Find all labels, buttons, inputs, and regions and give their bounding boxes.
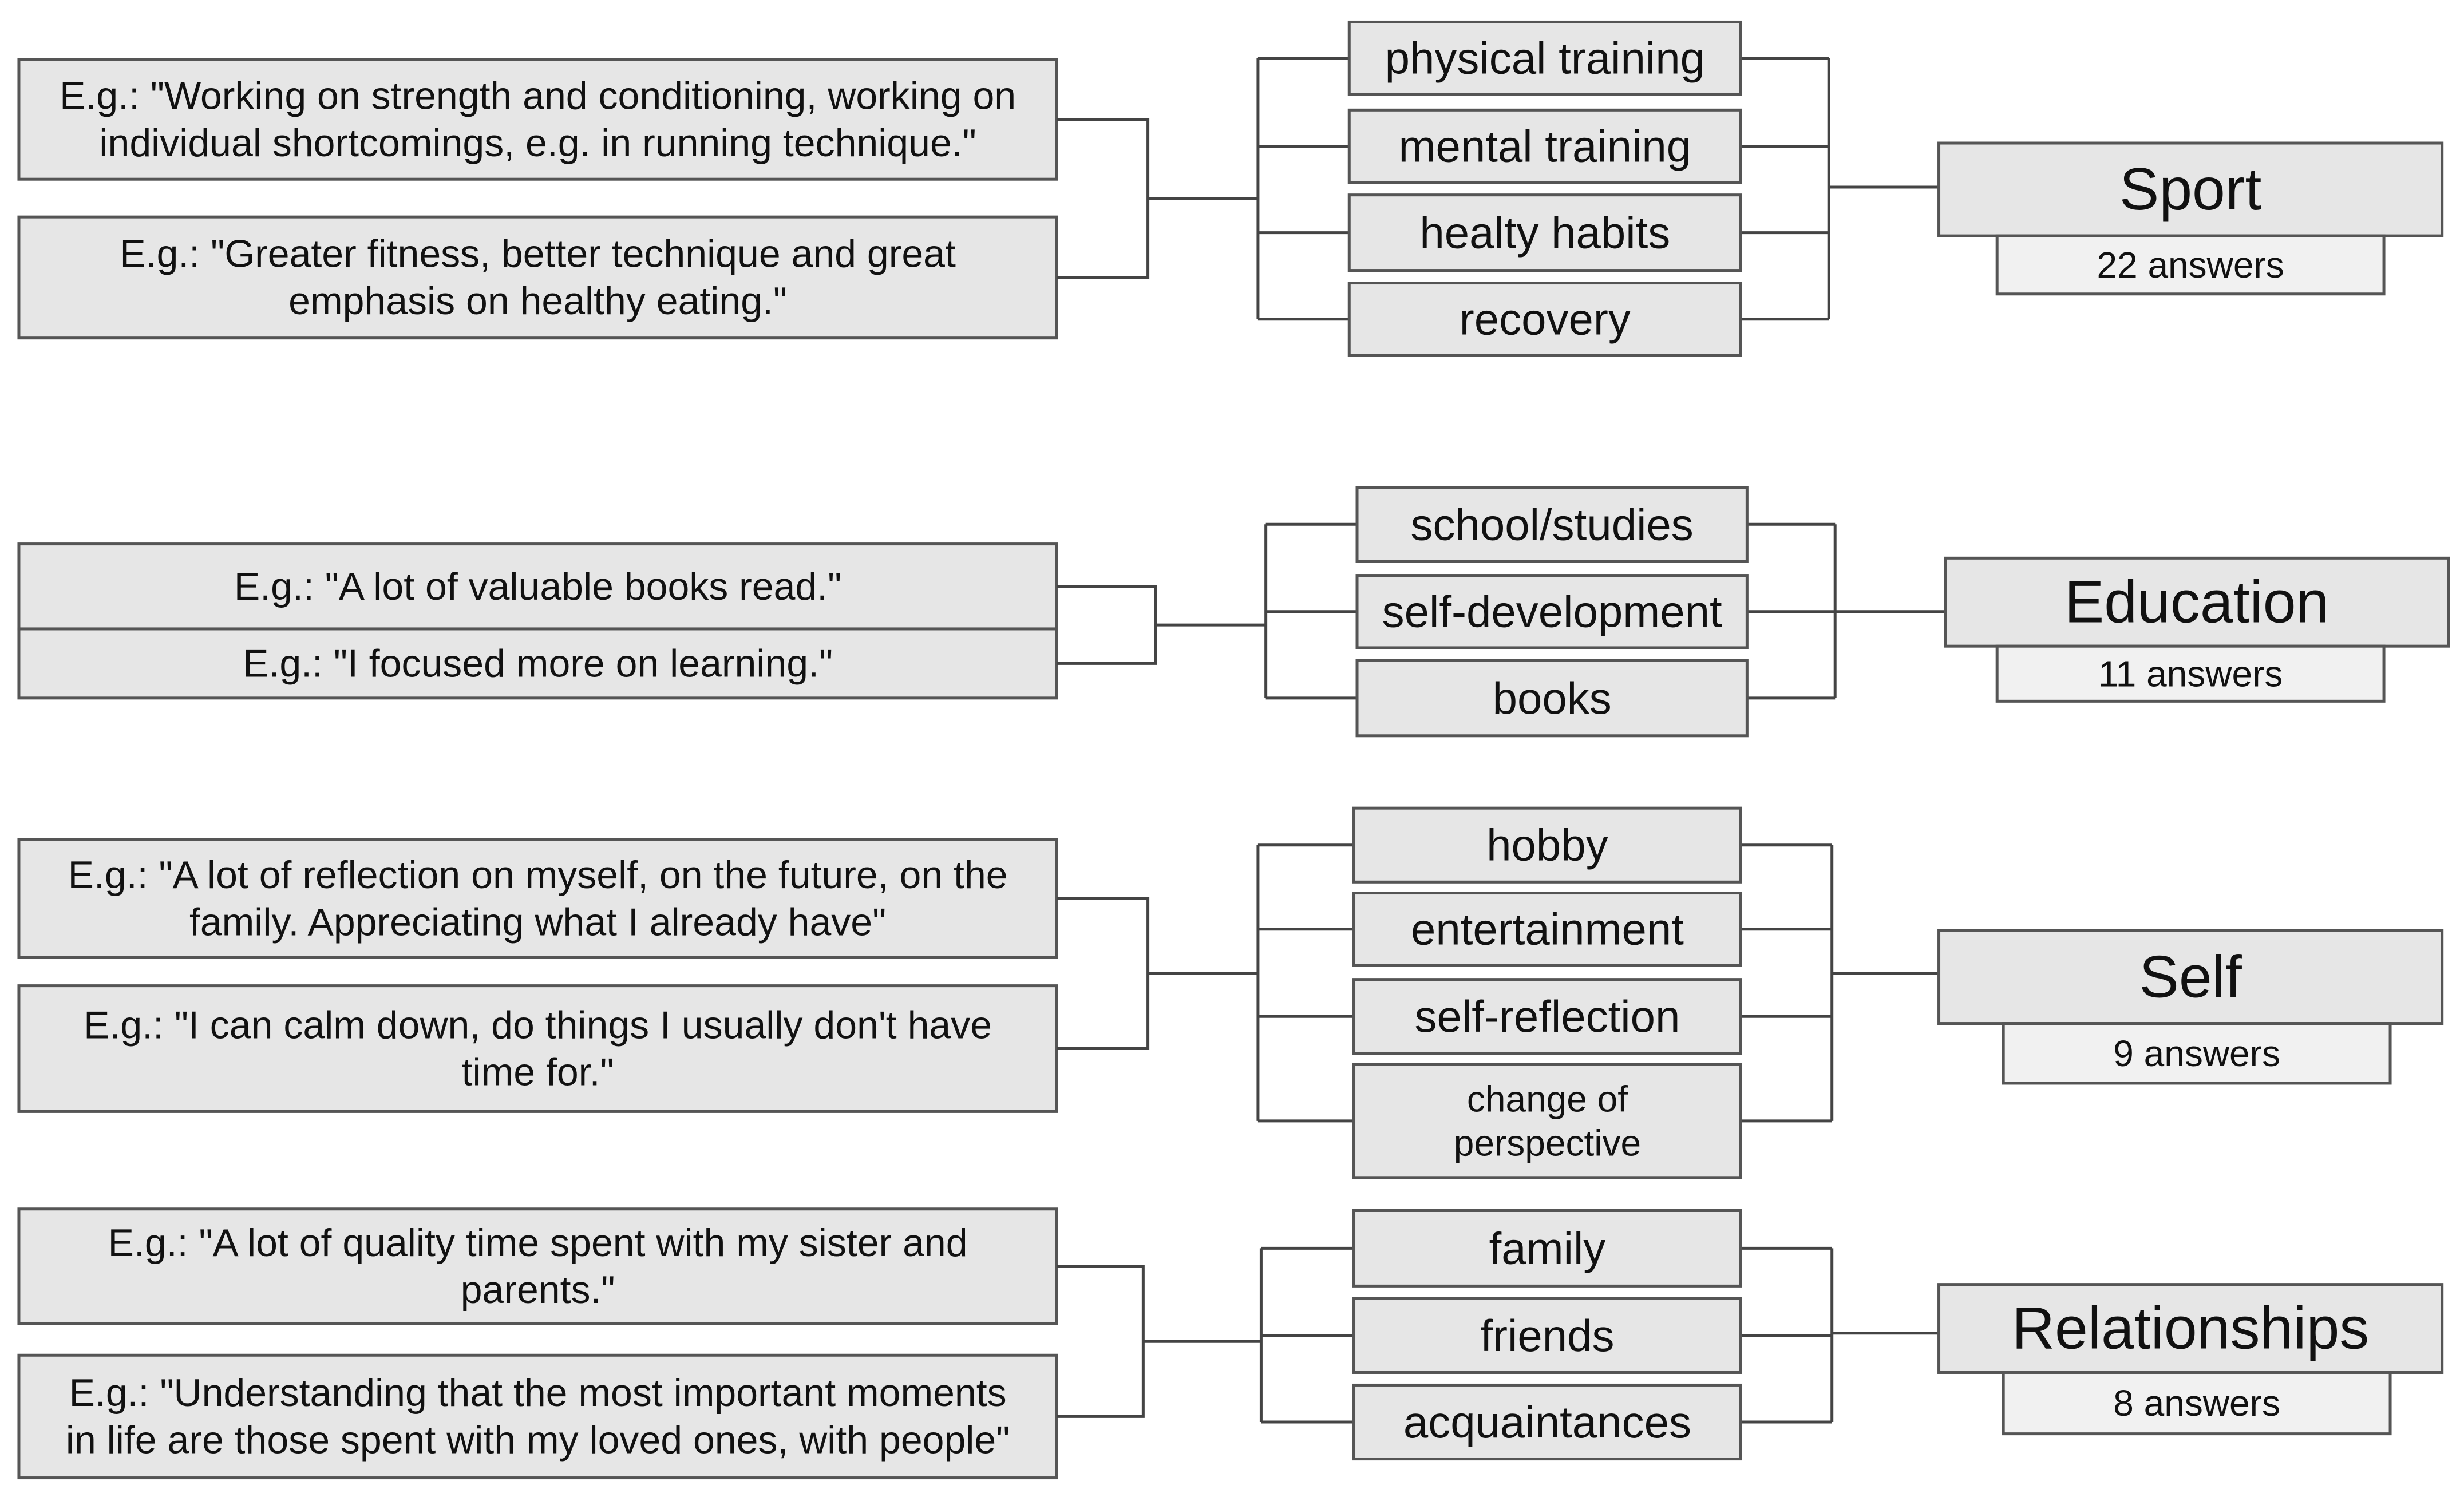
- subcategory-label: entertainment: [1411, 904, 1684, 955]
- example-box: [17, 838, 1058, 959]
- example-text: E.g.: "Working on strength and condition…: [60, 74, 1016, 118]
- group-education: E.g.: "A lot of valuable books read." E.g…: [17, 486, 2450, 738]
- subcategory-label: self-reflection: [1415, 991, 1680, 1041]
- subcategory-box: [1347, 282, 1742, 357]
- subcategory-label: mental training: [1399, 121, 1692, 172]
- subcategory-label: books: [1493, 673, 1612, 723]
- example-text: E.g.: "A lot of quality time spent with …: [108, 1221, 968, 1265]
- example-text: E.g.: "Greater fitness, better technique…: [120, 232, 956, 276]
- answer-count: 9 answers: [2113, 1033, 2280, 1074]
- subcategory-box: [1352, 1209, 1742, 1288]
- example-text: emphasis on healthy eating.": [288, 279, 787, 323]
- answer-count: 11 answers: [2098, 653, 2283, 694]
- subcategory-box: [1352, 892, 1742, 967]
- example-box: [17, 542, 1058, 631]
- example-text: E.g.: "A lot of reflection on myself, on…: [68, 853, 1008, 897]
- subcategory-box: [1352, 1383, 1742, 1461]
- subcategory-box: [1355, 486, 1749, 563]
- example-text: parents.": [461, 1268, 615, 1312]
- examples-bracket: [1057, 1265, 1145, 1418]
- subcategory-box: [1352, 1297, 1742, 1374]
- example-text: E.g.: "A lot of valuable books read.": [234, 565, 841, 608]
- subcategory-box: [1352, 806, 1742, 884]
- subcategory-label: perspective: [1454, 1122, 1641, 1163]
- category-label: Sport: [2119, 156, 2262, 223]
- group-relationships: E.g.: "A lot of quality time spent with …: [17, 1207, 2444, 1480]
- subcategory-box: [1347, 20, 1742, 96]
- example-text: time for.": [462, 1051, 614, 1094]
- answer-count: 22 answers: [2097, 244, 2284, 286]
- example-text: family. Appreciating what I already have…: [189, 900, 886, 944]
- example-box: [17, 58, 1058, 181]
- answer-count: 8 answers: [2113, 1383, 2280, 1424]
- subcategory-label: self-development: [1382, 587, 1722, 637]
- example-box: [17, 1207, 1058, 1325]
- example-text: E.g.: "I can calm down, do things I usua…: [84, 1003, 992, 1047]
- subcategory-box: [1347, 193, 1742, 272]
- subcategory-label: hobby: [1486, 820, 1608, 870]
- category-label: Self: [2139, 944, 2242, 1011]
- example-text: in life are those spent with my loved on…: [66, 1419, 1010, 1462]
- category-box: [1944, 556, 2450, 648]
- example-box: [17, 215, 1058, 340]
- subcategory-label: acquaintances: [1403, 1397, 1691, 1447]
- example-box: [17, 627, 1058, 700]
- group-sport: E.g.: "Working on strength and condition…: [17, 20, 2444, 357]
- answer-count-box: [1995, 644, 2386, 703]
- example-text: E.g.: "Understanding that the most impor…: [69, 1371, 1007, 1415]
- subcategory-box: [1352, 978, 1742, 1055]
- examples-bracket: [1057, 118, 1150, 279]
- group-self: E.g.: "A lot of reflection on myself, on…: [17, 806, 2444, 1179]
- subcategory-label: school/studies: [1411, 499, 1694, 549]
- subcategory-box: [1355, 659, 1749, 738]
- subcategory-label: physical training: [1385, 33, 1705, 84]
- category-label: Education: [2064, 569, 2329, 635]
- answer-count-box: [2002, 1022, 2392, 1085]
- answer-count-box: [1995, 234, 2386, 296]
- examples-bracket: [1057, 897, 1150, 1051]
- subcategory-box: [1352, 1063, 1742, 1179]
- subcategory-label: healty habits: [1419, 208, 1670, 258]
- subcategory-label: friends: [1480, 1310, 1614, 1361]
- subcategory-label: recovery: [1460, 294, 1631, 344]
- subcategory-label: family: [1489, 1223, 1606, 1273]
- example-text: E.g.: "I focused more on learning.": [243, 641, 833, 685]
- example-text: individual shortcomings, e.g. in running…: [99, 121, 976, 165]
- category-label: Relationships: [2012, 1296, 2369, 1362]
- subcategory-label: change of: [1467, 1078, 1628, 1119]
- example-box: [17, 1353, 1058, 1480]
- answer-count-box: [2002, 1371, 2392, 1436]
- subcategory-box: [1355, 574, 1749, 649]
- subcategory-box: [1347, 108, 1742, 184]
- category-box: [1937, 1283, 2444, 1374]
- category-box: [1937, 141, 2444, 237]
- examples-bracket: [1057, 585, 1157, 665]
